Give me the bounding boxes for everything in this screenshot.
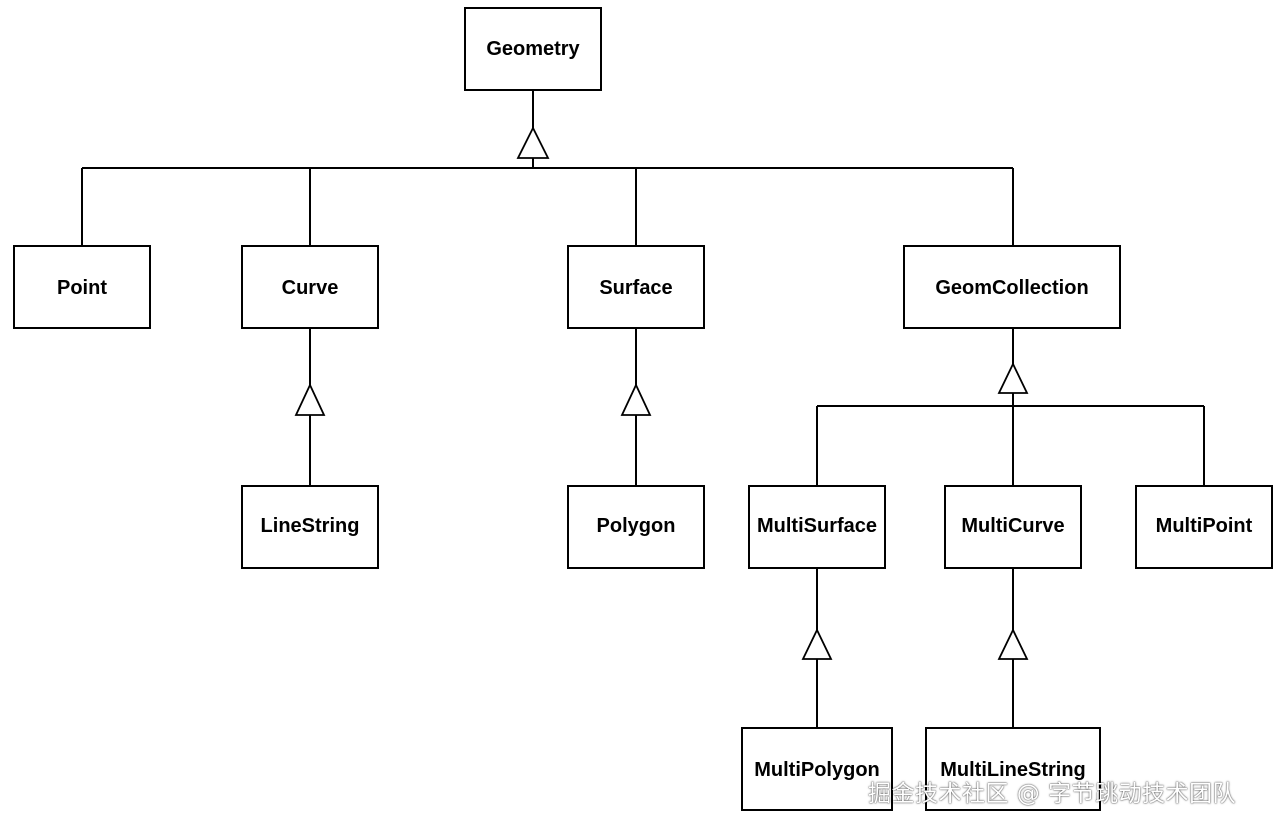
class-box-geometry[interactable]: Geometry: [464, 7, 602, 91]
generalization-arrowhead-multicurve: [997, 627, 1029, 660]
class-label-curve: Curve: [282, 277, 339, 299]
class-label-point: Point: [57, 277, 107, 299]
class-box-curve[interactable]: Curve: [241, 245, 379, 329]
class-box-surface[interactable]: Surface: [567, 245, 705, 329]
class-label-surface: Surface: [599, 277, 672, 299]
class-label-multipoint: MultiPoint: [1156, 515, 1253, 537]
generalization-arrowhead-surface: [620, 382, 652, 416]
connector-geometry: [81, 90, 1014, 246]
generalization-arrowhead-multisurface: [801, 627, 833, 660]
class-box-polygon[interactable]: Polygon: [567, 485, 705, 569]
generalization-arrowhead-curve: [294, 382, 326, 416]
class-label-geometry: Geometry: [486, 38, 580, 60]
class-label-multilinestring: MultiLineString: [940, 759, 1086, 781]
class-box-geomcollection[interactable]: GeomCollection: [903, 245, 1121, 329]
class-label-linestring: LineString: [261, 515, 360, 537]
class-box-point[interactable]: Point: [13, 245, 151, 329]
class-box-multipolygon[interactable]: MultiPolygon: [741, 727, 893, 811]
class-box-linestring[interactable]: LineString: [241, 485, 379, 569]
generalization-arrowhead-geometry: [516, 125, 550, 159]
generalization-arrowhead-geomcollection: [997, 361, 1029, 394]
connector-multicurve: [997, 568, 1029, 728]
watermark: 掘金技术社区 @ 字节跳动技术团队: [868, 781, 1237, 807]
connector-geomcollection: [816, 328, 1205, 486]
class-box-multilinestring[interactable]: MultiLineString: [925, 727, 1101, 811]
class-box-multisurface[interactable]: MultiSurface: [748, 485, 886, 569]
class-box-multicurve[interactable]: MultiCurve: [944, 485, 1082, 569]
connector-curve: [294, 328, 326, 486]
class-label-geomcollection: GeomCollection: [935, 277, 1088, 299]
class-box-multipoint[interactable]: MultiPoint: [1135, 485, 1273, 569]
connector-multisurface: [801, 568, 833, 728]
class-label-multipolygon: MultiPolygon: [754, 759, 880, 781]
connector-surface: [620, 328, 652, 486]
class-label-multisurface: MultiSurface: [757, 515, 877, 537]
class-label-multicurve: MultiCurve: [961, 515, 1064, 537]
class-label-polygon: Polygon: [597, 515, 676, 537]
